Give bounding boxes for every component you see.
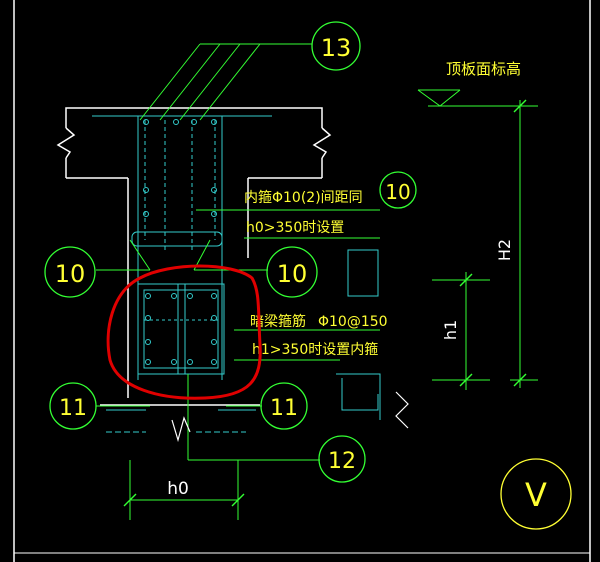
svg-text:10: 10	[277, 260, 308, 288]
inner-stirrup-note-line2: h0>350时设置	[246, 220, 344, 236]
callout-12: 12	[318, 435, 366, 483]
svg-text:12: 12	[328, 449, 356, 474]
hidden-beam-note-line2: h1>350时设置内箍	[252, 341, 378, 358]
callout-10-top-right: 10	[379, 171, 417, 209]
dimension-ticks	[123, 99, 527, 507]
callout-10-left: 10	[44, 246, 96, 298]
red-highlight-circle	[106, 264, 262, 400]
svg-text:11: 11	[270, 396, 298, 421]
hidden-beam-spec: Φ10@150	[318, 314, 388, 330]
top-right-label: 顶板面标高	[446, 60, 521, 78]
rebar-dots	[143, 119, 217, 365]
dimension-h0: h0	[167, 479, 189, 499]
hidden-beam-note-line1: 暗梁箍筋	[250, 313, 306, 330]
svg-text:10: 10	[55, 260, 86, 288]
callout-V: V	[500, 458, 572, 530]
hook-symbol	[395, 391, 409, 429]
svg-text:11: 11	[59, 396, 87, 421]
break-symbol	[171, 416, 191, 443]
callout-11-left: 11	[49, 382, 97, 430]
callout-11-right: 11	[260, 382, 308, 430]
dimension-H2: H2	[495, 239, 514, 261]
callout-10-mid: 10	[266, 246, 318, 298]
column-rebar-lines	[92, 115, 381, 433]
leader-lines	[96, 43, 538, 520]
svg-text:13: 13	[321, 34, 352, 62]
svg-text:10: 10	[385, 180, 410, 204]
dimension-h1: h1	[441, 320, 460, 340]
callout-13: 13	[311, 21, 361, 71]
inner-stirrup-note-line1: 内箍Φ10(2)间距同	[244, 189, 363, 206]
svg-text:V: V	[525, 476, 547, 514]
